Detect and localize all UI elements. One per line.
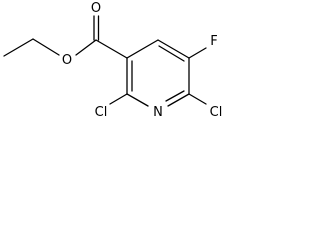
bond-c6-chlorine [188, 93, 207, 105]
bond-o-carbonyl-carbon [75, 39, 97, 56]
bond-c4-c5 [157, 39, 190, 59]
bond-carbonyl-ring [95, 39, 128, 59]
molecule-structure: O O F Cl Cl N [3, 1, 223, 120]
bond-ethyl-ch2-o [32, 38, 60, 56]
bond-n-c2 [126, 93, 149, 107]
bond-ethyl-ch3-ch2 [3, 38, 34, 57]
bond-c6-n-inner [165, 90, 185, 102]
chlorine-left-label: Cl [95, 105, 108, 120]
bond-c5-fluorine [188, 47, 207, 59]
ester-oxygen-label: O [62, 53, 72, 68]
fluorine-label: F [210, 34, 217, 49]
bond-c2-chlorine [109, 93, 128, 105]
chlorine-right-label: Cl [210, 105, 223, 120]
ring-nitrogen-label: N [153, 105, 163, 120]
bond-c6-n [167, 93, 190, 107]
bond-c4-c5-inner [158, 45, 185, 62]
bond-c3-c4 [126, 39, 159, 59]
carbonyl-oxygen-label: O [91, 1, 101, 16]
